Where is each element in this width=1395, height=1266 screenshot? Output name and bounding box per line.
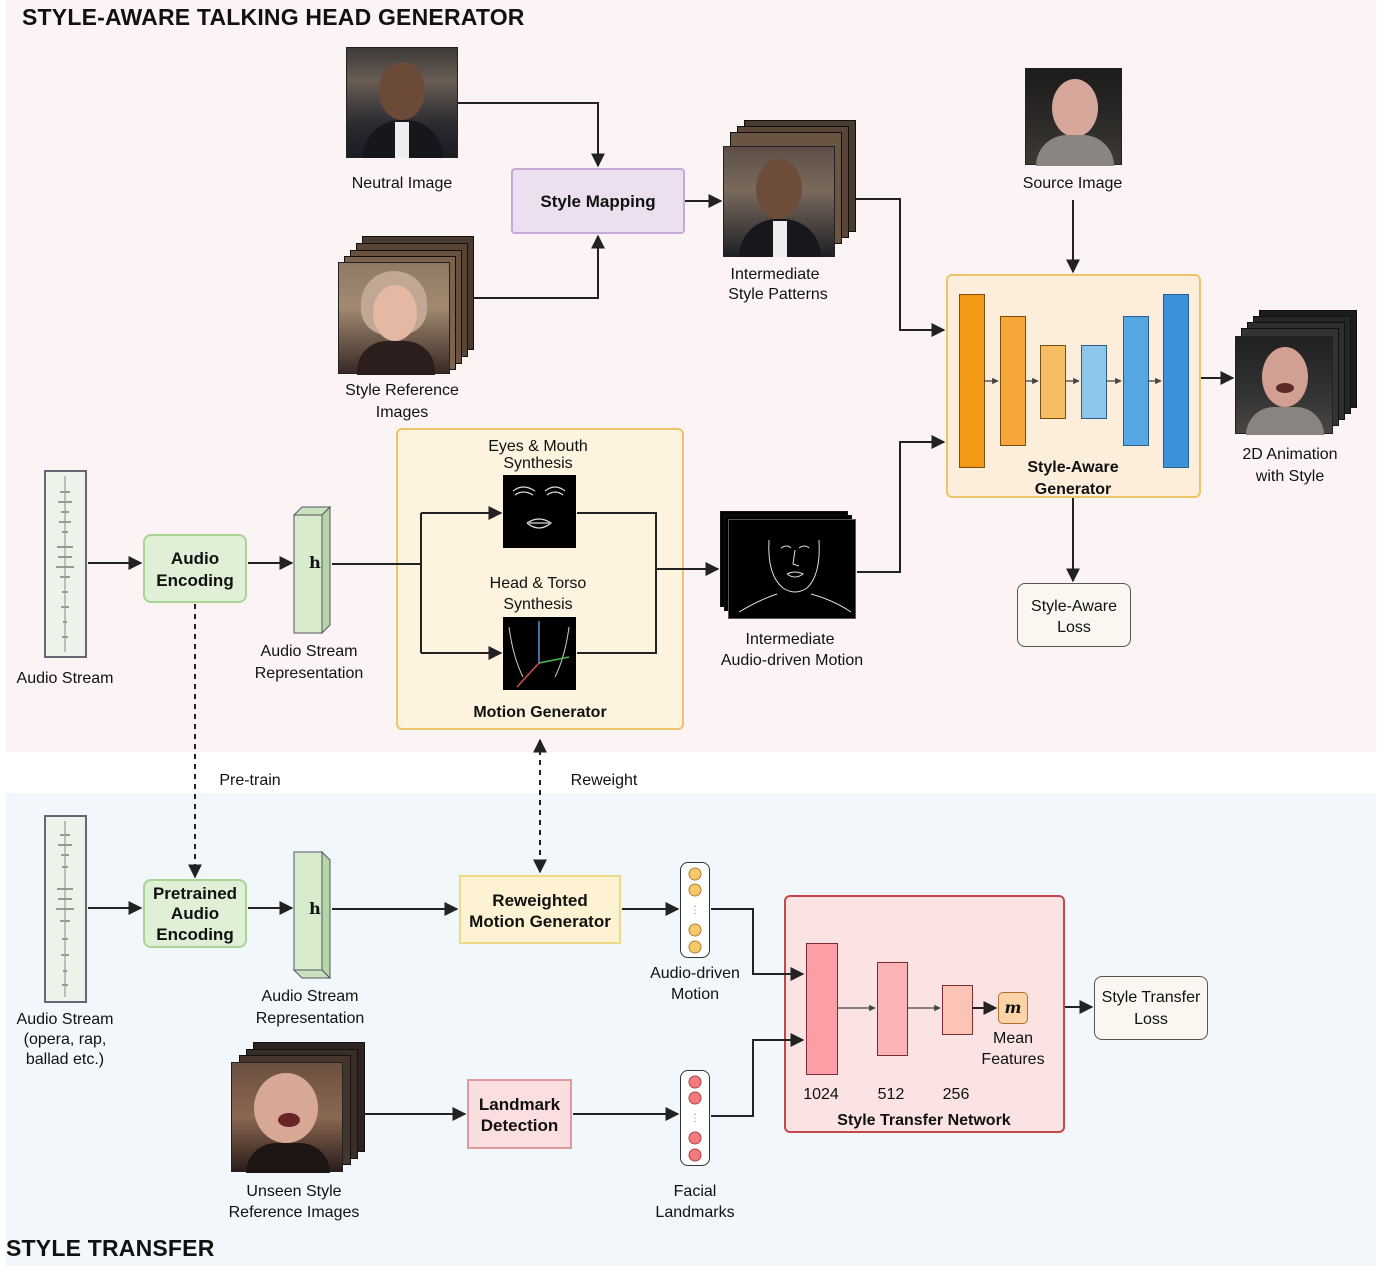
generator-layer-2 — [1000, 316, 1026, 446]
style-reference-label-line2: Images — [375, 404, 429, 421]
animation-output-face-image — [1235, 336, 1333, 435]
style-transfer-loss-label-line2: Loss — [1134, 1011, 1168, 1028]
audio-representation-bottom-label-line1: Audio Stream — [261, 988, 359, 1005]
unseen-style-label-line1: Unseen Style — [246, 1183, 342, 1200]
pretrain-label: Pre-train — [219, 772, 281, 789]
network-layer-1024 — [806, 943, 838, 1075]
generator-layer-1 — [959, 294, 985, 468]
intermediate-style-face-image — [723, 146, 835, 257]
audio-encoding-label-line1: Audio — [170, 549, 220, 568]
reweighted-label-line1: Reweighted — [492, 891, 588, 910]
pretrained-encoding-label-line2: Audio — [170, 904, 220, 923]
layer-size-256: 256 — [942, 1086, 970, 1103]
head-torso-pose-image — [503, 617, 576, 690]
layer-size-512: 512 — [877, 1086, 905, 1103]
intermediate-style-label-line2: Style Patterns — [728, 286, 828, 303]
pretrained-audio-encoding-box — [143, 879, 247, 948]
audio-stream-waveform-bottom — [44, 815, 87, 1003]
h-symbol: h — [309, 553, 321, 572]
source-face-image — [1025, 68, 1122, 166]
style-transfer-network-label: Style Transfer Network — [837, 1112, 1011, 1129]
intermediate-motion-label-line1: Intermediate — [745, 631, 835, 648]
generator-layer-5 — [1123, 316, 1149, 446]
audio-encoding-label-line2: Encoding — [156, 571, 234, 590]
style-mapping-box: Style Mapping — [511, 168, 685, 234]
audio-representation-label-line2: Representation — [254, 665, 364, 682]
style-aware-loss-box — [1017, 583, 1131, 647]
style-aware-loss-label-line1: Style-Aware — [1031, 598, 1117, 615]
neutral-face-image — [346, 47, 458, 158]
animation-label-line2: with Style — [1255, 468, 1325, 485]
audio-driven-motion-label-line2: Motion — [670, 986, 720, 1003]
reweight-label: Reweight — [570, 772, 638, 789]
audio-stream-bottom-label-line3: ballad etc.) — [25, 1051, 105, 1068]
facial-landmarks-label-line1: Facial — [673, 1183, 717, 1200]
eyes-mouth-label-line2: Synthesis — [503, 455, 573, 472]
pretrained-encoding-label-line3: Encoding — [156, 925, 234, 944]
style-transfer-loss-label-line1: Style Transfer — [1101, 989, 1201, 1006]
motion-generator-label: Motion Generator — [473, 704, 607, 721]
animation-label-line1: 2D Animation — [1242, 446, 1338, 463]
intermediate-style-label-line1: Intermediate — [730, 266, 820, 283]
eyes-mouth-sketch-image — [503, 475, 576, 548]
audio-encoding-box — [143, 534, 247, 603]
pretrained-encoding-label-line1: Pretrained — [152, 884, 238, 903]
head-torso-label-line2: Synthesis — [503, 596, 573, 613]
eyes-mouth-label-line1: Eyes & Mouth — [488, 438, 588, 455]
mean-features-label-line2: Features — [981, 1051, 1045, 1068]
audio-stream-bottom-label-line2: (opera, rap, — [23, 1031, 107, 1048]
style-aware-loss-label-line2: Loss — [1057, 619, 1091, 636]
audio-representation-bottom-label-line2: Representation — [255, 1010, 365, 1027]
audio-representation-block — [292, 505, 332, 635]
audio-stream-waveform — [44, 470, 87, 658]
h-symbol-bottom: h — [309, 899, 321, 918]
bottom-section-title: STYLE TRANSFER — [6, 1235, 215, 1261]
style-reference-face-image — [338, 262, 450, 375]
unseen-style-face-image — [231, 1062, 343, 1173]
audio-driven-motion-label-line1: Audio-driven — [650, 965, 740, 982]
intermediate-motion-sketch-image — [728, 519, 856, 619]
mean-features-label-line1: Mean — [992, 1030, 1034, 1047]
audio-representation-label-line1: Audio Stream — [260, 643, 358, 660]
source-image-label: Source Image — [1022, 175, 1123, 192]
facial-landmarks-label-line2: Landmarks — [655, 1204, 735, 1221]
style-aware-generator-box — [946, 274, 1201, 498]
unseen-style-label-line2: Reference Images — [228, 1204, 360, 1221]
generator-layer-3 — [1040, 345, 1066, 419]
intermediate-motion-label-line2: Audio-driven Motion — [720, 652, 864, 669]
mean-operator: m — [998, 992, 1028, 1024]
generator-layer-6 — [1163, 294, 1189, 468]
facial-landmarks-vector: ⋮ — [680, 1070, 710, 1166]
audio-representation-block-bottom — [292, 850, 332, 980]
network-layer-256 — [942, 985, 973, 1035]
landmark-detection-label-line1: Landmark — [478, 1095, 561, 1114]
style-transfer-loss-box — [1094, 976, 1208, 1040]
reweighted-label-line2: Motion Generator — [469, 912, 611, 931]
style-reference-label-line1: Style Reference — [345, 382, 459, 399]
landmark-detection-box — [467, 1079, 572, 1149]
waveform-icon — [56, 476, 74, 652]
waveform-icon — [56, 821, 74, 997]
svg-text:⋮: ⋮ — [690, 1113, 700, 1124]
reweighted-motion-generator-box — [459, 875, 621, 944]
neutral-image-label: Neutral Image — [351, 175, 453, 192]
top-section-title: STYLE-AWARE TALKING HEAD GENERATOR — [22, 4, 525, 30]
svg-text:⋮: ⋮ — [690, 905, 700, 916]
generator-layer-4 — [1081, 345, 1107, 419]
head-torso-label-line1: Head & Torso — [489, 575, 587, 592]
audio-stream-label: Audio Stream — [16, 670, 114, 687]
network-layer-512 — [877, 962, 908, 1056]
audio-stream-bottom-label-line1: Audio Stream — [16, 1011, 114, 1028]
style-aware-generator-label-line1: Style-Aware — [1027, 459, 1119, 476]
layer-size-1024: 1024 — [803, 1086, 839, 1103]
style-aware-generator-label-line2: Generator — [1034, 481, 1112, 498]
landmark-detection-label-line2: Detection — [480, 1116, 559, 1135]
audio-driven-motion-vector: ⋮ — [680, 862, 710, 958]
